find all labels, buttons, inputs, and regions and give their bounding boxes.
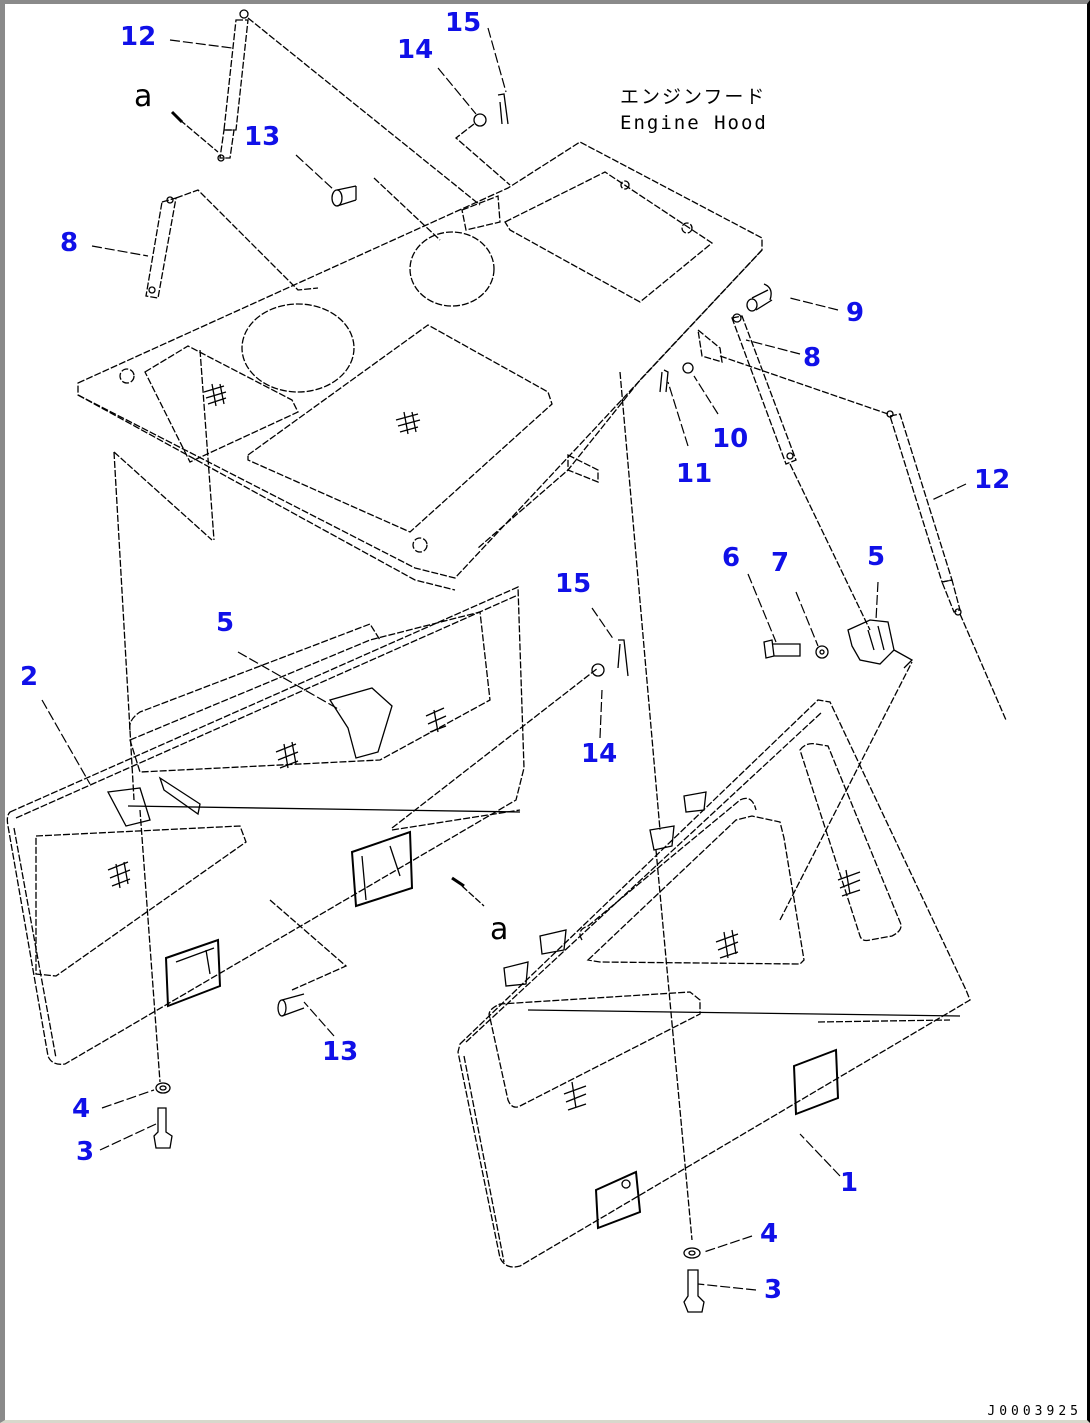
title-japanese: エンジンフード — [620, 86, 767, 108]
hinge-left-2 — [158, 776, 201, 816]
side-door-right — [457, 661, 971, 1268]
callout-4[interactable]: 4 — [760, 1219, 779, 1249]
latch-right — [847, 619, 914, 669]
callout-1[interactable]: 1 — [840, 1168, 859, 1198]
gas-spring-right — [886, 410, 1007, 721]
door-label-plate — [792, 1048, 840, 1116]
stay-upper-left — [145, 189, 319, 299]
callout-15[interactable]: 15 — [445, 8, 482, 38]
callout-3[interactable]: 3 — [76, 1137, 95, 1167]
pin-lower — [277, 993, 305, 1017]
hinge-right-1 — [649, 825, 675, 851]
callout-7[interactable]: 7 — [771, 548, 790, 578]
hinge-right-4 — [503, 961, 529, 987]
nut-clip-upper — [454, 93, 511, 186]
door-latch-box — [350, 830, 414, 908]
hinge-left-1 — [106, 787, 151, 827]
callout-12[interactable]: 12 — [120, 22, 157, 52]
callout-13[interactable]: 13 — [244, 122, 281, 152]
drawing-code: J0003925 — [987, 1404, 1082, 1419]
hood-hole-left — [241, 303, 355, 393]
hood-grille-small — [144, 345, 299, 463]
callout-6[interactable]: 6 — [722, 543, 741, 573]
callout-8[interactable]: 8 — [60, 228, 79, 258]
door-grille-right-lower — [488, 991, 701, 1108]
stay-right — [731, 313, 871, 631]
pin-upper — [331, 177, 441, 241]
hood-window-right — [504, 171, 714, 303]
callout-5[interactable]: 5 — [216, 608, 235, 638]
hood-hinge — [461, 195, 501, 231]
callout-12[interactable]: 12 — [974, 465, 1011, 495]
hinge-right-2 — [683, 791, 707, 813]
side-door-left — [6, 349, 661, 1083]
hood-grille-large — [247, 324, 553, 533]
callout-4[interactable]: 4 — [72, 1094, 91, 1124]
latch-left — [328, 687, 393, 759]
bolt-washer-right — [763, 639, 829, 659]
callout-13[interactable]: 13 — [322, 1037, 359, 1067]
view-ref-a-lower: a — [490, 912, 509, 947]
callout-10[interactable]: 10 — [712, 424, 749, 454]
view-ref-a-upper: a — [134, 79, 153, 114]
callout-14[interactable]: 14 — [397, 35, 434, 65]
callout-3[interactable]: 3 — [764, 1275, 783, 1305]
door-stiffener — [527, 1009, 961, 1017]
door-lock-left — [164, 938, 222, 1008]
callout-15[interactable]: 15 — [555, 569, 592, 599]
leader-lines — [41, 27, 967, 1291]
door-window-left — [129, 611, 491, 773]
mesh-symbol — [203, 383, 227, 407]
title-english: Engine Hood — [620, 112, 768, 134]
door-grille-left — [35, 825, 247, 977]
door-grille-right-upper — [799, 742, 902, 942]
hinge-right — [659, 328, 889, 415]
callout-11[interactable]: 11 — [676, 459, 713, 489]
callout-5[interactable]: 5 — [867, 542, 886, 572]
hood-hole-center — [409, 231, 495, 307]
nut-clip-lower — [591, 639, 629, 677]
callout-14[interactable]: 14 — [581, 739, 618, 769]
hinge-right-3 — [539, 929, 567, 955]
callout-2[interactable]: 2 — [20, 662, 39, 692]
gas-spring-upper — [170, 9, 481, 206]
engine-hood-panel — [77, 141, 763, 591]
door-lock-right — [594, 1170, 642, 1230]
washer-bolt-right — [683, 1247, 705, 1313]
washer-bolt-left — [153, 1082, 173, 1149]
pin-right — [746, 283, 773, 312]
callout-8[interactable]: 8 — [803, 343, 822, 373]
mesh-symbol — [395, 411, 421, 435]
callout-9[interactable]: 9 — [846, 298, 865, 328]
